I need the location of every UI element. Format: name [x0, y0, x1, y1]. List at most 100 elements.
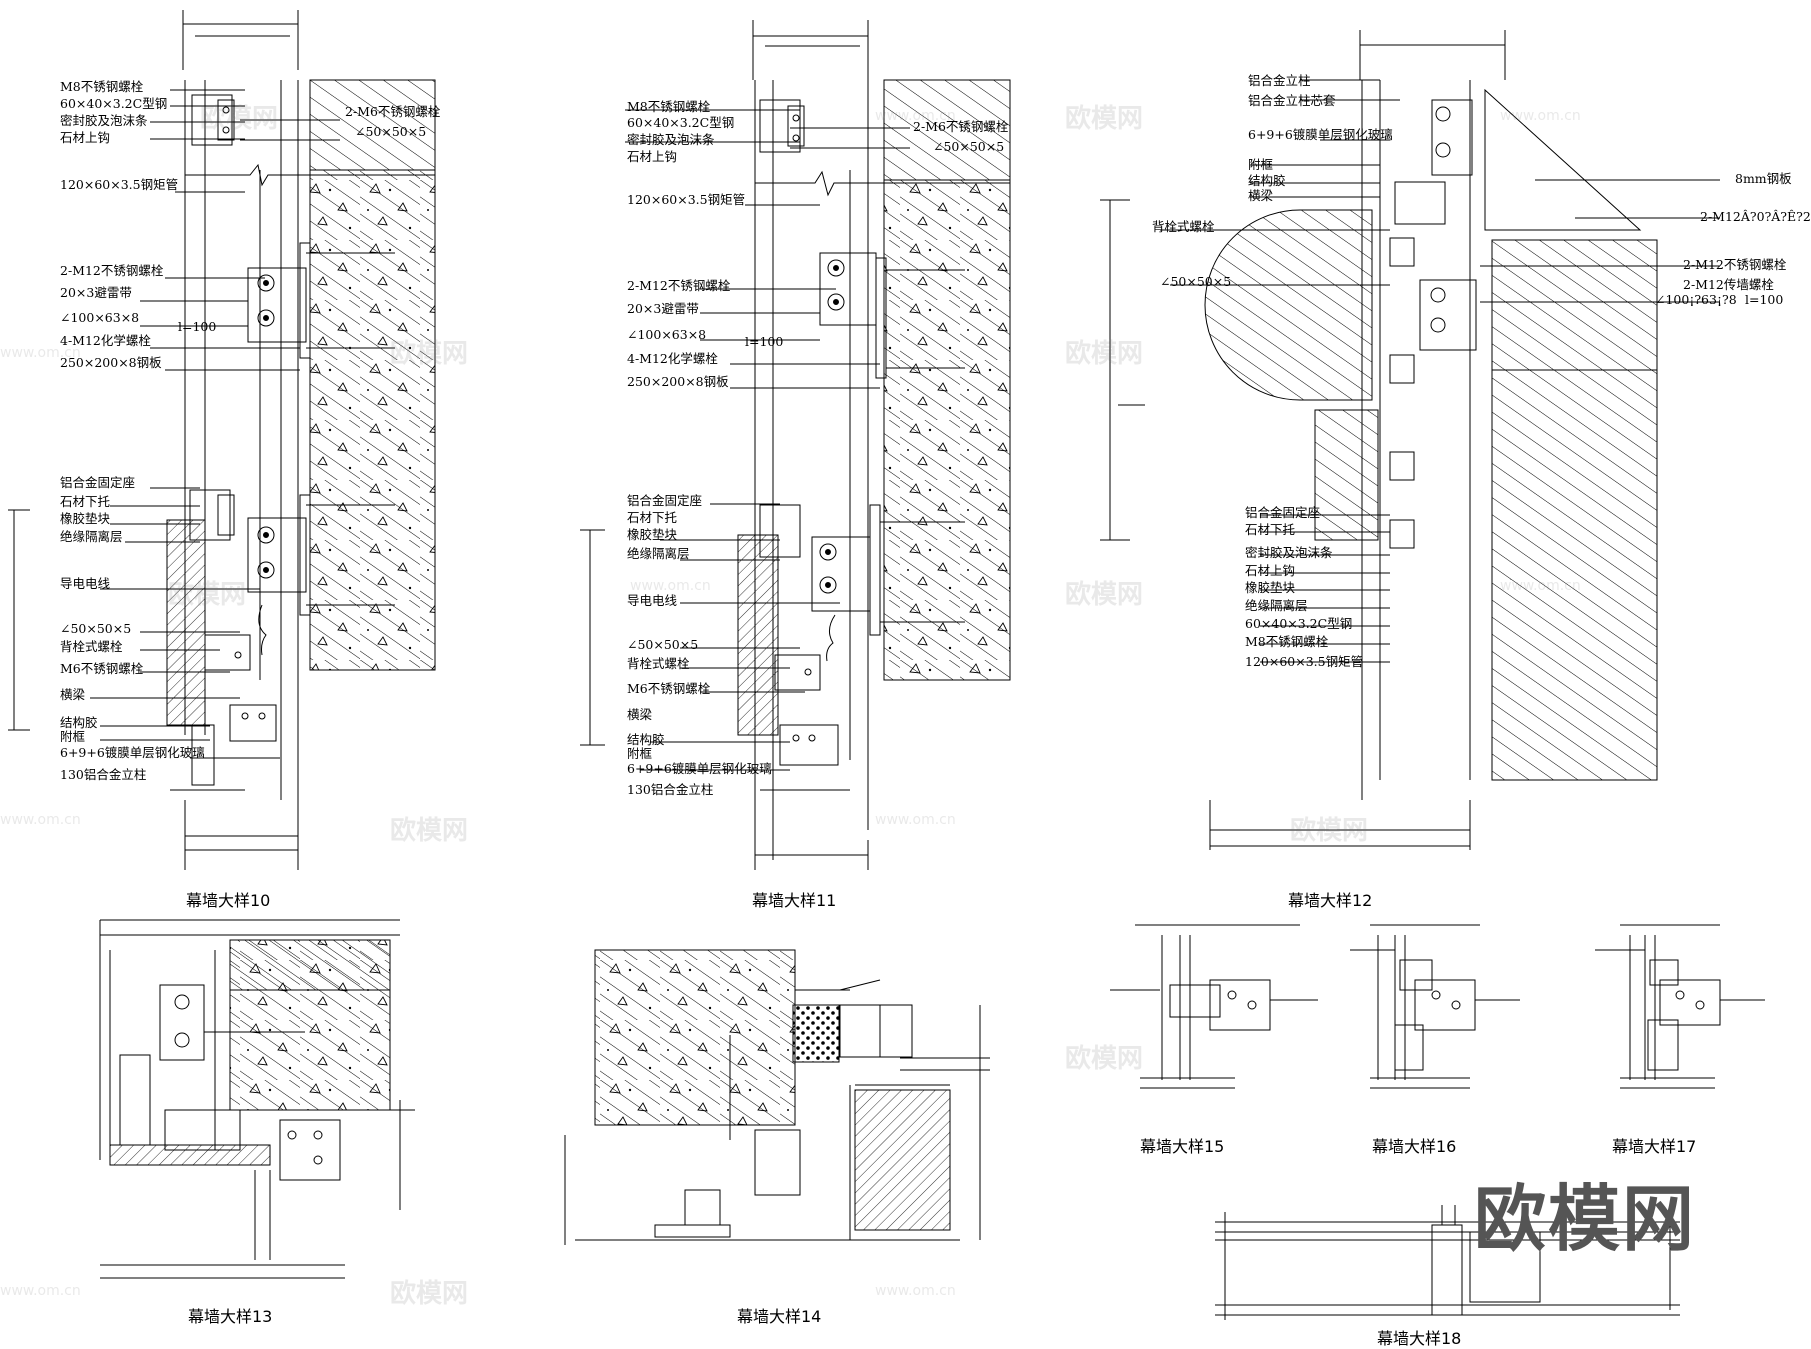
- caption-detail-13: 幕墙大样13: [188, 1307, 273, 1326]
- label-d11-16: 绝缘隔离层: [627, 546, 690, 561]
- label-d12-0: 铝合金立柱: [1248, 73, 1311, 88]
- label-d10-25: 130铝合金立柱: [60, 767, 147, 782]
- label-d12-22: 120×60×3.5钢矩管: [1245, 654, 1364, 669]
- label-d10-6: 120×60×3.5钢矩管: [60, 177, 179, 192]
- watermark-brand: 欧模网: [1290, 816, 1369, 846]
- label-d10-23: 附框: [60, 729, 86, 744]
- watermark-brand: 欧模网: [390, 339, 469, 369]
- label-d12-12: ∠100¡?63¡?8: [1655, 292, 1737, 307]
- label-d10-3: 石材上钩: [60, 130, 111, 145]
- label-d12-14: 铝合金固定座: [1245, 505, 1321, 520]
- label-d10-24: 6+9+6镀膜单层钢化玻璃: [60, 745, 205, 760]
- caption-detail-18: 幕墙大样18: [1377, 1329, 1462, 1348]
- watermark-url: www.om.cn: [875, 812, 956, 828]
- detail-18: [1215, 1205, 1680, 1320]
- label-d12-5: 横梁: [1248, 188, 1274, 203]
- label-d11-7: 2-M12不锈钢螺栓: [627, 278, 731, 293]
- watermark-url: www.om.cn: [1500, 578, 1581, 594]
- watermark-brand: 欧模网: [1065, 339, 1144, 369]
- label-d12-2: 6+9+6镀膜单层钢化玻璃: [1248, 127, 1393, 142]
- label-d11-13: 铝合金固定座: [627, 493, 703, 508]
- label-d10-14: 石材下托: [60, 494, 111, 509]
- label-d11-18: ∠50×50×5: [627, 637, 699, 652]
- watermark-url: www.om.cn: [875, 108, 956, 124]
- watermark-url: www.om.cn: [0, 345, 81, 361]
- caption-detail-17: 幕墙大样17: [1612, 1137, 1697, 1156]
- caption-detail-15: 幕墙大样15: [1140, 1137, 1225, 1156]
- label-d12-7: 2-M12Â?0?Â?Ê?2: [1700, 209, 1811, 224]
- watermark-url: www.om.cn: [630, 578, 711, 594]
- detail-16: [1350, 925, 1520, 1088]
- label-d10-4: 2-M6不锈钢螺栓: [345, 104, 441, 119]
- label-d11-21: 横梁: [627, 707, 653, 722]
- watermark-brand: 欧模网: [390, 816, 469, 846]
- watermark-brand: 欧模网: [168, 580, 247, 610]
- label-d11-17: 导电电线: [627, 593, 678, 608]
- label-d11-19: 背栓式螺栓: [627, 656, 690, 671]
- watermark-brand: 欧模网: [1065, 1044, 1144, 1074]
- label-d10-7: 2-M12不锈钢螺栓: [60, 263, 164, 278]
- caption-detail-16: 幕墙大样16: [1372, 1137, 1457, 1156]
- label-d11-15: 橡胶垫块: [627, 527, 678, 542]
- label-d11-23: 附框: [627, 746, 653, 761]
- label-d10-0: M8不锈钢螺栓: [60, 79, 144, 94]
- label-d11-24: 6+9+6镀膜单层钢化玻璃: [627, 761, 772, 776]
- caption-detail-11: 幕墙大样11: [752, 891, 837, 910]
- label-d11-5: ∠50×50×5: [933, 139, 1005, 154]
- label-d11-2: 密封胶及泡沫条: [627, 132, 715, 147]
- label-d11-11: 4-M12化学螺栓: [627, 351, 718, 366]
- label-d10-20: M6不锈钢螺栓: [60, 661, 144, 676]
- label-d10-19: 背栓式螺栓: [60, 639, 123, 654]
- caption-detail-12: 幕墙大样12: [1288, 891, 1373, 910]
- brand-logo: 欧模网: [1474, 1177, 1697, 1261]
- label-d12-3: 附框: [1248, 157, 1274, 172]
- label-d10-13: 铝合金固定座: [60, 475, 136, 490]
- label-d10-1: 60×40×3.2C型钢: [60, 96, 168, 111]
- detail-13: [100, 920, 415, 1278]
- detail-17: [1595, 925, 1765, 1088]
- label-d11-3: 石材上钩: [627, 149, 678, 164]
- caption-detail-10: 幕墙大样10: [186, 891, 271, 910]
- detail-12: [1100, 30, 1720, 850]
- label-d12-8: 背栓式螺栓: [1152, 219, 1215, 234]
- label-d12-4: 结构胶: [1248, 173, 1286, 188]
- detail-11: [580, 20, 1010, 870]
- detail-10: [8, 10, 435, 870]
- label-d12-18: 橡胶垫块: [1245, 580, 1296, 595]
- label-d11-12: 250×200×8钢板: [627, 374, 729, 389]
- label-d12-21: M8不锈钢螺栓: [1245, 634, 1329, 649]
- label-d11-14: 石材下托: [627, 510, 678, 525]
- label-d11-20: M6不锈钢螺栓: [627, 681, 711, 696]
- label-d12-10: ∠50×50×5: [1160, 274, 1232, 289]
- label-d11-4: 2-M6不锈钢螺栓: [913, 119, 1009, 134]
- detail-15: [1110, 925, 1318, 1088]
- label-d11-9: ∠100×63×8: [627, 327, 707, 342]
- label-d12-9: 2-M12不锈钢螺栓: [1683, 257, 1787, 272]
- label-d10-18: ∠50×50×5: [60, 621, 132, 636]
- watermark-brand: 欧模网: [1065, 580, 1144, 610]
- label-d11-25: 130铝合金立柱: [627, 782, 714, 797]
- label-d10-22: 结构胶: [60, 715, 98, 730]
- watermark-url: www.om.cn: [0, 812, 81, 828]
- label-d10-11: 4-M12化学螺栓: [60, 333, 151, 348]
- label-d10-15: 橡胶垫块: [60, 511, 111, 526]
- watermark-brand: 欧模网: [200, 104, 279, 134]
- label-d10-17: 导电电线: [60, 576, 111, 591]
- watermark-url: www.om.cn: [875, 1283, 956, 1299]
- label-d11-8: 20×3避雷带: [627, 301, 699, 316]
- label-d12-20: 60×40×3.2C型钢: [1245, 616, 1353, 631]
- label-d11-6: 120×60×3.5钢矩管: [627, 192, 746, 207]
- watermark-brand: 欧模网: [1065, 104, 1144, 134]
- label-d10-21: 横梁: [60, 687, 86, 702]
- label-d11-0: M8不锈钢螺栓: [627, 99, 711, 114]
- watermark-url: www.om.cn: [1500, 108, 1581, 124]
- label-d12-19: 绝缘隔离层: [1245, 598, 1308, 613]
- watermark-url: www.om.cn: [0, 1283, 81, 1299]
- label-d12-1: 铝合金立柱芯套: [1248, 93, 1336, 108]
- label-d12-16: 密封胶及泡沫条: [1245, 545, 1333, 560]
- watermark-brand: 欧模网: [390, 1279, 469, 1309]
- label-d10-10: l=100: [178, 319, 217, 334]
- label-d11-1: 60×40×3.2C型钢: [627, 115, 735, 130]
- label-d10-12: 250×200×8钢板: [60, 355, 162, 370]
